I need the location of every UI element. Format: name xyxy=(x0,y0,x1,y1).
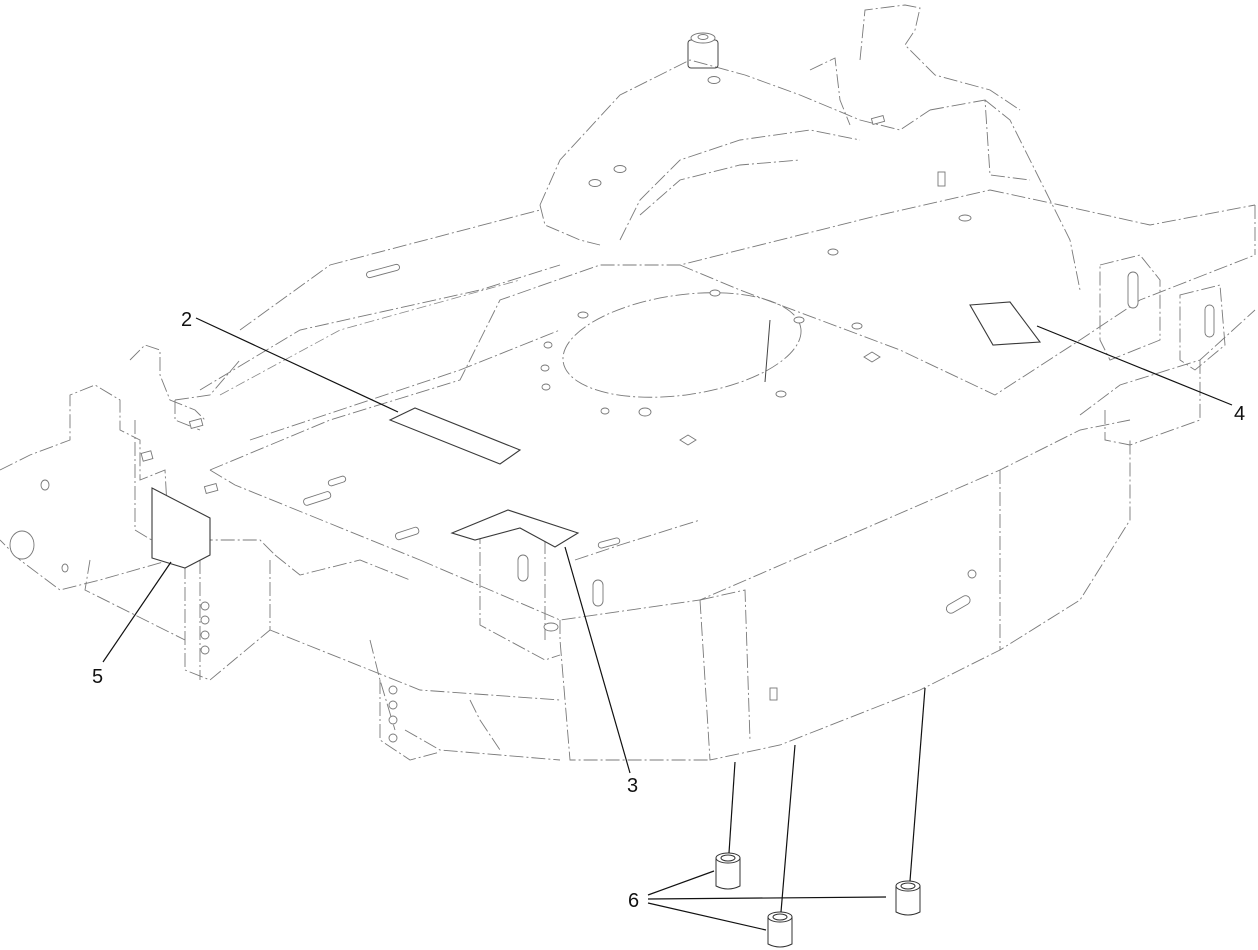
bushing-2 xyxy=(895,880,921,916)
leader-2 xyxy=(195,317,399,413)
callout-3: 3 xyxy=(627,775,638,797)
leader-6c xyxy=(647,902,767,931)
assembly-line-3 xyxy=(909,687,926,882)
callout-6: 6 xyxy=(628,890,639,912)
callout-5: 5 xyxy=(92,666,103,688)
decal-2 xyxy=(388,407,522,465)
assembly-line-2 xyxy=(780,744,796,913)
assembly-line-1 xyxy=(728,761,736,854)
decal-3 xyxy=(450,509,580,548)
frame-body xyxy=(0,4,1256,761)
leader-6a xyxy=(647,870,715,896)
leader-3 xyxy=(564,546,631,774)
leader-5 xyxy=(102,561,172,663)
leader-6b xyxy=(647,896,887,900)
callout-4: 4 xyxy=(1234,403,1245,425)
callout-2: 2 xyxy=(181,309,192,331)
bushing-3 xyxy=(767,911,793,948)
decal-4 xyxy=(969,301,1042,346)
bushing-1 xyxy=(715,852,741,890)
leader-4 xyxy=(1036,325,1233,406)
decal-5 xyxy=(151,487,211,569)
